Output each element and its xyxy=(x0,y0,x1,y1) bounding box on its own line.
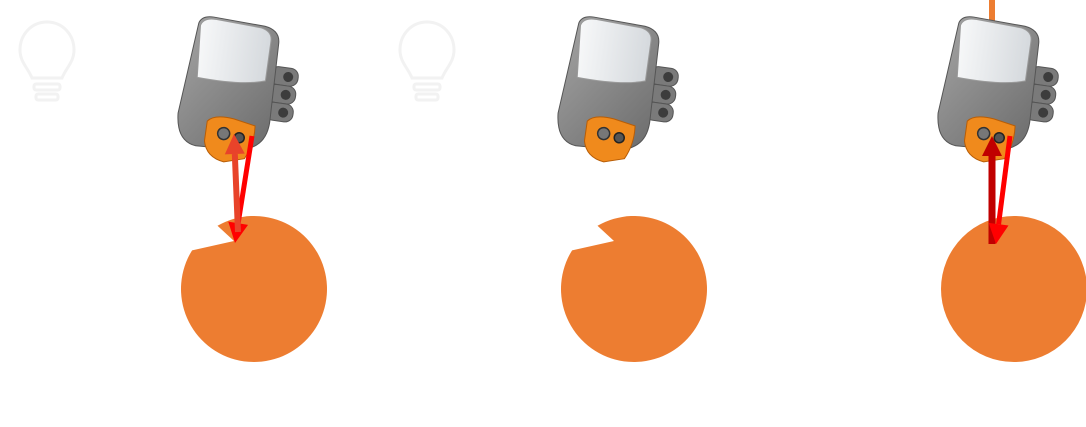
bulb-base-ring xyxy=(36,94,58,100)
light-sensor-icon xyxy=(932,14,1065,170)
panel-2 xyxy=(400,0,1002,362)
sensor-cap xyxy=(573,17,653,87)
panel-1 xyxy=(20,14,327,362)
ball-icon xyxy=(941,216,1086,362)
bulb-base-ring xyxy=(34,84,60,90)
sensor-emitter-lens xyxy=(217,127,231,141)
ball-icon xyxy=(561,216,707,362)
ball-icon xyxy=(181,216,327,362)
bulb-glass xyxy=(400,22,454,78)
sensor-receiver-lens xyxy=(614,132,625,143)
bulb-glass xyxy=(20,22,74,78)
panel-3 xyxy=(932,14,1086,362)
sensor-cap xyxy=(193,17,273,87)
sensor-emitter-lens xyxy=(597,127,611,141)
lightbulb-icon xyxy=(20,22,74,100)
sensor-cap xyxy=(953,17,1033,87)
bulb-base-ring xyxy=(416,94,438,100)
light-sensor-icon xyxy=(552,14,685,170)
reflected-ray-arrow xyxy=(235,154,238,232)
bulb-base-ring xyxy=(414,84,440,90)
sensor-emitter-lens xyxy=(977,127,991,141)
sensor-receiver-lens xyxy=(994,132,1005,143)
lightbulb-icon xyxy=(400,22,454,100)
